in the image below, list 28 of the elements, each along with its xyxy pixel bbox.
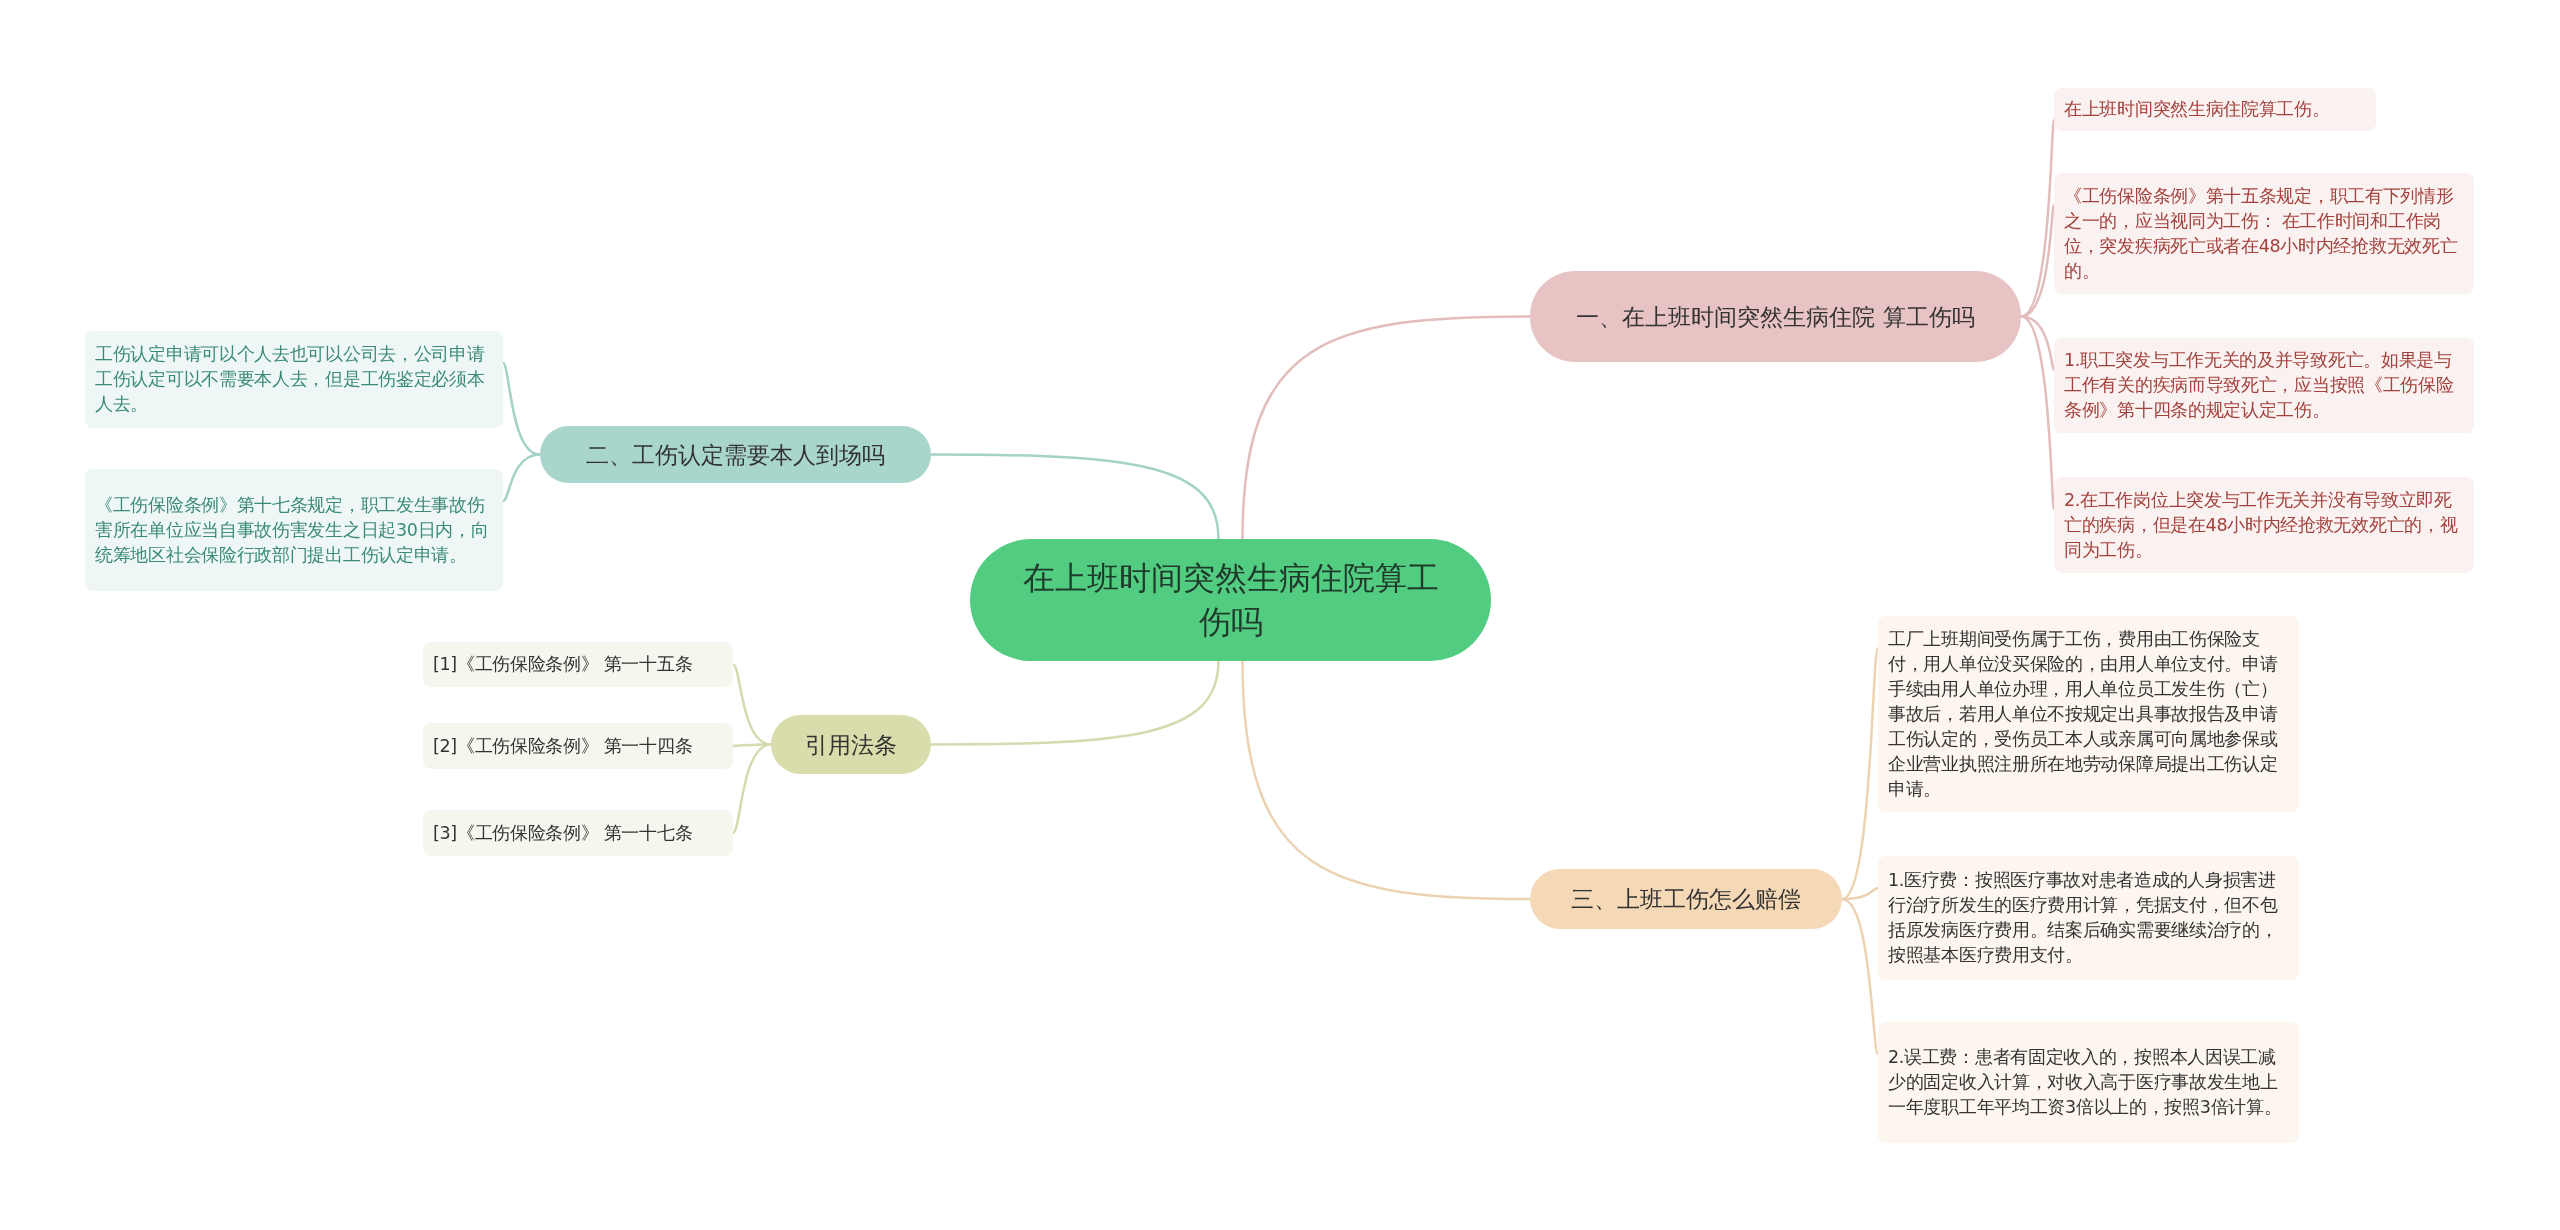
connector-line <box>732 743 771 748</box>
connector-line <box>1241 315 1530 540</box>
note-card: 《工伤保险条例》第十七条规定，职工发生事故伤害所在单位应当自事故伤害发生之日起30日内，向统筹地区社会保险行政部门提出工伤认定申请。 <box>85 469 503 591</box>
topic-pill: 三、上班工伤怎么赔偿 <box>1530 869 1842 929</box>
note-card: 工伤认定申请可以个人去也可以公司去，公司申请工伤认定可以不需要本人去，但是工伤鉴定必须本人去。 <box>85 331 503 428</box>
note-card: 工厂上班期间受伤属于工伤，费用由工伤保险支付，用人单位没买保险的，由用人单位支付。申请手续由用人单位办理，用人单位员工发生伤（亡）事故后，若用人单位不按规定出具事故报告及申请工伤认定的，受伤员工本人或亲属可向属地参保或企业营业执照注册所在地劳动保障局提出工伤认定申请。 <box>1878 616 2299 812</box>
connector-line <box>931 453 1220 540</box>
topic-pill: 引用法条 <box>771 715 931 774</box>
connector-line <box>1241 660 1530 901</box>
connector-line <box>1841 647 1880 900</box>
connector-line <box>1841 897 1880 1055</box>
note-card: 《工伤保险条例》第十五条规定，职工有下列情形之一的，应当视同为工伤： 在工作时间和工作岗位，突发疾病死亡或者在48小时内经抢救无效死亡的。 <box>2054 173 2474 294</box>
connector-line <box>732 743 772 834</box>
connector-line <box>931 660 1220 746</box>
note-card: [3]《工伤保险条例》 第一十七条 <box>423 810 733 856</box>
note-card: 2.在工作岗位上突发与工作无关并没有导致立即死亡的疾病，但是在48小时内经抢救无效死亡的，视同为工伤。 <box>2054 477 2474 573</box>
note-card: [2]《工伤保险条例》 第一十四条 <box>423 723 733 769</box>
note-card: 1.医疗费：按照医疗事故对患者造成的人身损害进行治疗所发生的医疗费用计算，凭据支付，但不包括原发病医疗费用。结案后确实需要继续治疗的，按照基本医疗费用支付。 <box>1878 856 2299 980</box>
connector-line <box>502 362 541 456</box>
note-card: 在上班时间突然生病住院算工伤。 <box>2054 88 2376 131</box>
topic-pill: 二、工伤认定需要本人到场吗 <box>540 426 931 483</box>
note-card: [1]《工伤保险条例》 第一十五条 <box>423 642 733 687</box>
connector-line <box>502 453 541 502</box>
note-card: 1.职工突发与工作无关的及并导致死亡。如果是与工作有关的疾病而导致死亡，应当按照《工伤保险条例》第十四条的规定认定工伤。 <box>2054 338 2474 433</box>
note-card: 2.误工费：患者有固定收入的，按照本人因误工减少的固定收入计算，对收入高于医疗事故发生地上一年度职工年平均工资3倍以上的，按照3倍计算。 <box>1878 1022 2299 1143</box>
central-topic: 在上班时间突然生病住院算工伤吗 <box>970 539 1491 661</box>
topic-pill: 一、在上班时间突然生病住院 算工伤吗 <box>1530 271 2021 362</box>
connector-line <box>2020 315 2056 510</box>
